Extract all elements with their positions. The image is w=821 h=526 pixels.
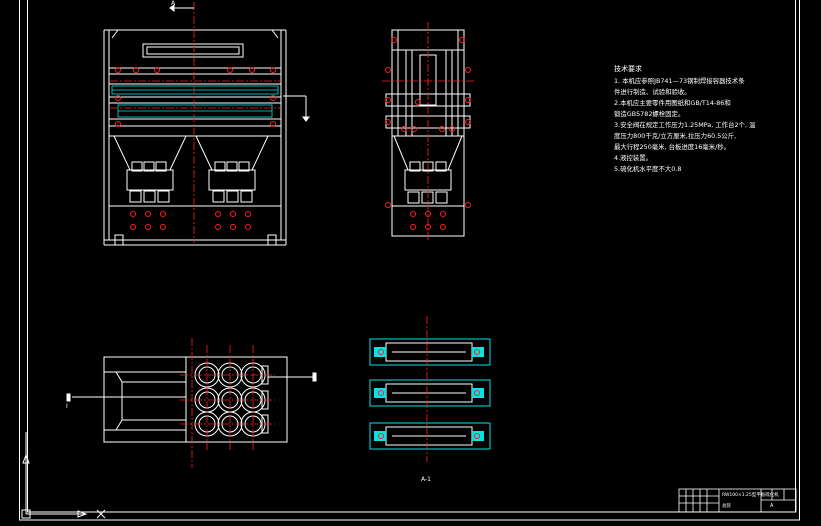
inner-border [27,0,796,513]
side-view-centerline [382,22,474,240]
section-marker-i [66,372,317,402]
note-line: 件进行制造、试验和验收。 [614,88,691,96]
note-line: 1. 本机应参照JB741—73钢制焊接容器技术条 [614,77,745,85]
note-line: 锻造GB5782螺栓固定。 [614,110,685,118]
top-view[interactable] [103,356,288,443]
title-block-name: RW100×1.25型平板硫化机 [722,493,779,498]
note-line: 5.硫化机水平度不大0.8 [614,165,682,173]
section-marker-a [169,4,310,122]
section-views[interactable] [369,338,491,450]
ucs-icon [21,432,106,519]
title-block[interactable] [678,488,797,513]
notes-title: 技术要求 [614,65,642,73]
note-line: 最大行程250毫米, 台板进度16毫米/秒。 [614,143,731,151]
front-view-bolts [115,67,276,230]
title-block-drawing-no: A [770,503,774,509]
outer-border [19,0,800,521]
front-view-centerlines [110,2,281,243]
technical-requirements: 技术要求 1. 本机应参照JB741—73钢制焊接容器技术条 件进行制造、试验和… [614,64,804,175]
top-view-centerlines [180,338,275,468]
side-view-bolts [385,37,471,230]
section-label: A-1 [421,476,431,483]
note-line: 2.本机应主要零件用图纸和GB/T14-86和 [614,99,731,107]
marker-a-label: A [171,0,176,7]
note-line: 3.安全阀在规定工作压力1.25MPa, 工作台2个, 温 [614,121,756,129]
note-line: 4.液控装置。 [614,154,653,162]
title-block-sub: 总装 [722,504,731,509]
marker-i-label: I [66,403,68,410]
front-view-hidden [111,85,279,118]
note-line: 度压力800千克/立方厘米,拉压力60.5公斤, [614,132,737,140]
